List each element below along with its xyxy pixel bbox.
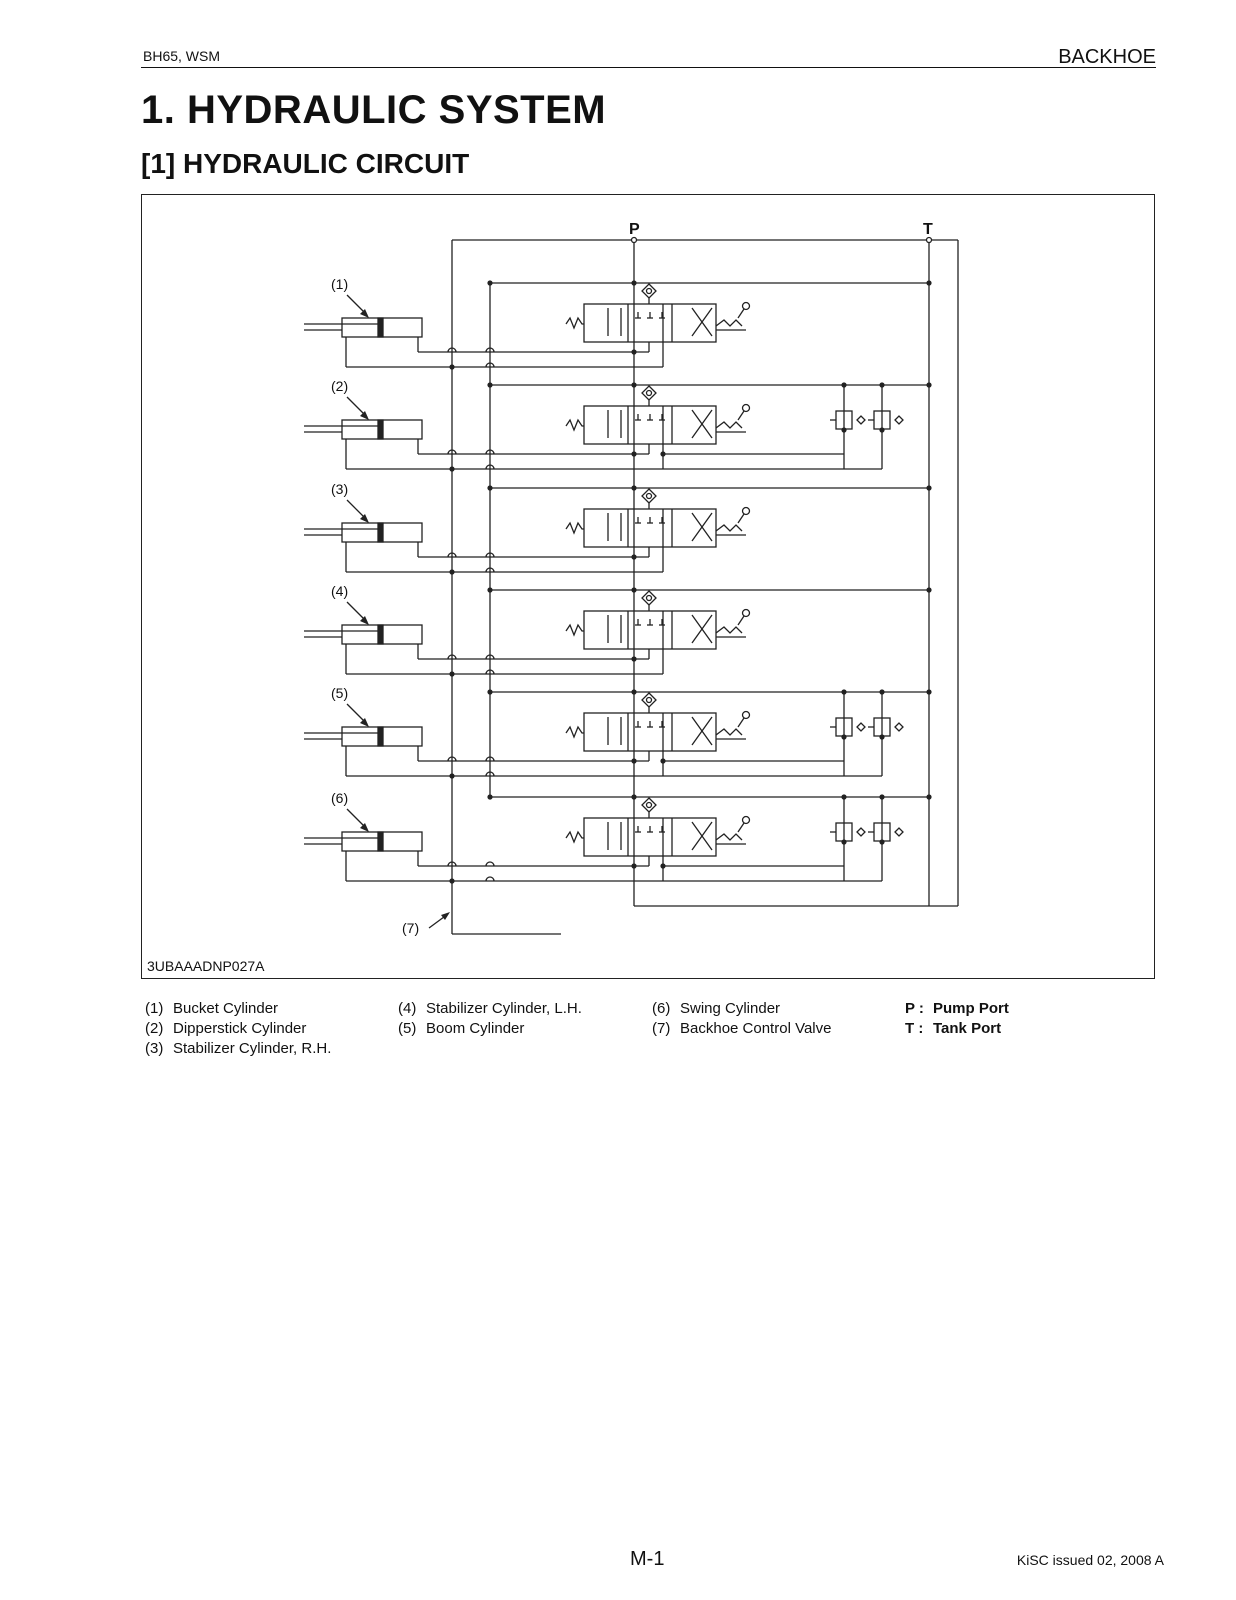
cylinder-6 — [304, 831, 423, 852]
legend-item-6: (6)Swing Cylinder — [652, 1000, 781, 1017]
section-subtitle: [1] HYDRAULIC CIRCUIT — [141, 148, 470, 179]
hydraulic-circuit-diagram: (1) (2) (3) (4) (5) (6) P T (7) — [304, 221, 959, 936]
valve-section-5: (5) — [304, 685, 932, 779]
callout-6: (6) — [331, 790, 348, 806]
issue-note: KiSC issued 02, 2008 A — [1016, 1552, 1164, 1568]
legend-item-tank-port: T :Tank Port — [905, 1020, 1002, 1037]
legend-item-3: (3)Stabilizer Cylinder, R.H. — [145, 1040, 332, 1057]
spool-valve-5 — [565, 710, 751, 752]
callout-7-arrowhead — [441, 912, 450, 920]
cylinder-1 — [304, 317, 423, 338]
cylinder-4 — [304, 624, 423, 645]
legend-item-7: (7)Backhoe Control Valve — [652, 1020, 832, 1037]
callout-7: (7) — [402, 920, 419, 936]
hydraulic-circuit-figure: (1) (2) (3) (4) (5) (6) P T (7) 3UBAAADNP027A — [141, 194, 1155, 979]
legend-item-1: (1)Bucket Cylinder — [145, 1000, 279, 1017]
relief-valves-6 — [660, 794, 904, 882]
callout-5: (5) — [331, 685, 348, 701]
callout-4: (4) — [331, 583, 348, 599]
valve-section-3: (3) — [304, 481, 932, 575]
cylinder-2 — [304, 419, 423, 440]
page-title: 1. HYDRAULIC SYSTEM — [141, 88, 607, 132]
cylinder-3 — [304, 522, 423, 543]
legend-item-4: (4)Stabilizer Cylinder, L.H. — [398, 1000, 582, 1017]
figure-code: 3UBAAADNP027A — [147, 958, 265, 974]
spool-valve-3 — [565, 506, 751, 548]
port-p-dot — [630, 236, 638, 244]
port-t-label: T — [923, 221, 933, 238]
relief-valves-2 — [660, 382, 904, 470]
header-rule — [141, 67, 1156, 68]
spool-valve-1 — [565, 301, 751, 343]
spool-valve-2 — [565, 403, 751, 445]
relief-valves-5 — [660, 689, 904, 777]
callout-3: (3) — [331, 481, 348, 497]
cylinder-5 — [304, 726, 423, 747]
port-t-dot — [925, 236, 933, 244]
valve-section-1: (1) — [304, 276, 932, 370]
spool-valve-6 — [565, 815, 751, 857]
callout-1: (1) — [331, 276, 348, 292]
valve-section-2: (2) — [304, 378, 932, 472]
header-section: BACKHOE — [1058, 46, 1156, 68]
page-number: M-1 — [630, 1548, 665, 1570]
port-p-label: P — [629, 221, 640, 238]
header-doc-id: BH65, WSM — [143, 48, 221, 64]
valve-sections: (1) (2) (3) (4) (5) (6) — [304, 276, 932, 884]
legend-item-2: (2)Dipperstick Cylinder — [145, 1020, 307, 1037]
valve-section-6: (6) — [304, 790, 932, 884]
legend-item-5: (5)Boom Cylinder — [398, 1020, 525, 1037]
spool-valve-4 — [565, 608, 751, 650]
valve-section-4: (4) — [304, 583, 932, 677]
legend-item-pump-port: P :Pump Port — [905, 1000, 1009, 1017]
callout-2: (2) — [331, 378, 348, 394]
